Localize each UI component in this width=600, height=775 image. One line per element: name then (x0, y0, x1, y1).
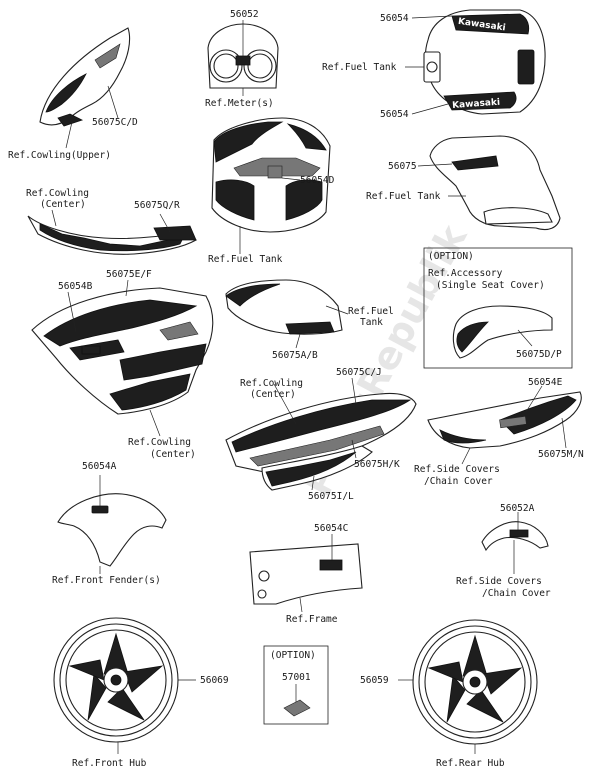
leader-line (65, 121, 73, 149)
part-number-56054E[interactable]: 56054E (528, 377, 563, 388)
option-label-1: (OPTION) (428, 251, 474, 262)
part-number-56075CJ[interactable]: 56075C/J (336, 367, 382, 378)
option-box-57001 (263, 645, 329, 725)
part-number-56075EF[interactable]: 56075E/F (106, 269, 152, 280)
ref-fuel-tank-1[interactable]: Ref.Fuel Tank (322, 62, 397, 73)
ref-cowling-center-2-line2[interactable]: (Center) (250, 389, 296, 400)
front-wheel-part[interactable] (53, 617, 196, 754)
frame-decal-part[interactable] (249, 534, 363, 613)
leader-line (107, 85, 119, 119)
part-number-56054C[interactable]: 56054C (314, 523, 348, 534)
leader-line (325, 305, 349, 315)
fuel-tank-side-panel-part[interactable] (225, 279, 349, 349)
leader-line (159, 213, 171, 233)
leader-line (411, 103, 449, 115)
center-cowling-large-part[interactable] (225, 377, 417, 491)
ref-fuel-tank-4-line2[interactable]: Tank (360, 317, 383, 328)
ref-fuel-tank-2[interactable]: Ref.Fuel Tank (366, 191, 441, 202)
leader-line (149, 409, 161, 437)
ref-side-covers-2-line2[interactable]: /Chain Cover (482, 588, 551, 599)
part-number-56075CD[interactable]: 56075C/D (92, 117, 138, 128)
part-number-56052[interactable]: 56052 (230, 9, 259, 20)
option-57001-part[interactable] (283, 684, 311, 717)
leader-line (351, 377, 357, 405)
ref-cowling-center-3-line2[interactable]: (Center) (150, 449, 196, 460)
part-number-56075HK[interactable]: 56075H/K (354, 459, 400, 470)
part-number-56075DP[interactable]: 56075D/P (516, 349, 562, 360)
leader-line (295, 333, 301, 349)
side-cover-part[interactable] (427, 385, 582, 465)
ref-cowling-center-3-line1[interactable]: Ref.Cowling (128, 437, 191, 448)
ref-side-covers-1-line1[interactable]: Ref.Side Covers (414, 464, 500, 475)
part-number-56075IL[interactable]: 56075I/L (308, 491, 354, 502)
leader-line (67, 291, 77, 333)
part-number-56075AB[interactable]: 56075A/B (272, 350, 318, 361)
part-number-56054D[interactable]: 56054D (300, 175, 335, 186)
option-box-seat-cover (423, 247, 573, 369)
ref-rear-hub[interactable]: Ref.Rear Hub (436, 758, 505, 769)
front-fender-part[interactable] (57, 475, 167, 574)
leader-line (417, 163, 453, 167)
ref-cowling-upper[interactable]: Ref.Cowling(Upper) (8, 150, 111, 161)
brand-text: Kawasaki (452, 98, 501, 111)
leader-line (461, 447, 471, 465)
ref-fuel-tank-3[interactable]: Ref.Fuel Tank (208, 254, 283, 265)
fuel-tank-decal-part[interactable]: Kawasaki Kawasaki (405, 9, 546, 115)
leader-line (299, 597, 303, 613)
side-cowling-part[interactable] (31, 279, 214, 437)
part-number-56069[interactable]: 56069 (200, 675, 229, 686)
part-number-56054B[interactable]: 56054B (58, 281, 93, 292)
part-number-56059[interactable]: 56059 (360, 675, 389, 686)
part-number-56075MN[interactable]: 56075M/N (538, 449, 584, 460)
small-side-cover-part[interactable] (481, 512, 549, 574)
leader-line (311, 475, 315, 491)
part-number-56054-top[interactable]: 56054 (380, 13, 409, 24)
ref-side-covers-1-line2[interactable]: /Chain Cover (424, 476, 493, 487)
rear-wheel-part[interactable] (398, 619, 538, 754)
leader-line (51, 209, 57, 227)
center-cowling-small-part[interactable] (27, 209, 197, 255)
ref-accessory-line1[interactable]: Ref.Accessory (428, 268, 503, 279)
leader-line (351, 439, 357, 459)
ref-side-covers-2-line1[interactable]: Ref.Side Covers (456, 576, 542, 587)
option-label-2: (OPTION) (270, 650, 316, 661)
leader-line (281, 177, 301, 181)
ref-cowling-center-1-line2[interactable]: (Center) (40, 199, 86, 210)
part-number-56075-tank[interactable]: 56075 (388, 161, 417, 172)
fuel-tank-side-part[interactable] (417, 135, 561, 231)
part-number-56052A[interactable]: 56052A (500, 503, 535, 514)
upper-cowling-part[interactable] (39, 27, 131, 149)
ref-frame[interactable]: Ref.Frame (286, 614, 338, 625)
leader-line (273, 383, 297, 425)
ref-front-fender[interactable]: Ref.Front Fender(s) (52, 575, 161, 586)
part-number-57001[interactable]: 57001 (282, 672, 311, 683)
single-seat-cover-part[interactable] (452, 305, 553, 359)
ref-cowling-center-1-line1[interactable]: Ref.Cowling (26, 188, 89, 199)
meter-decal-part[interactable] (207, 20, 279, 96)
ref-fuel-tank-4-line1[interactable]: Ref.Fuel (348, 306, 394, 317)
fuel-tank-center-part[interactable] (211, 117, 331, 254)
leader-line (125, 279, 129, 297)
leader-line (525, 385, 543, 413)
part-number-56054-bottom[interactable]: 56054 (380, 109, 409, 120)
part-number-56075QR[interactable]: 56075Q/R (134, 200, 180, 211)
leader-line (517, 329, 533, 347)
leader-line (561, 417, 567, 449)
ref-front-hub[interactable]: Ref.Front Hub (72, 758, 147, 769)
ref-accessory-line2[interactable]: (Single Seat Cover) (436, 280, 545, 291)
ref-meters[interactable]: Ref.Meter(s) (205, 98, 274, 109)
part-number-56054A[interactable]: 56054A (82, 461, 117, 472)
leader-line (411, 15, 453, 19)
ref-cowling-center-2-line1[interactable]: Ref.Cowling (240, 378, 303, 389)
